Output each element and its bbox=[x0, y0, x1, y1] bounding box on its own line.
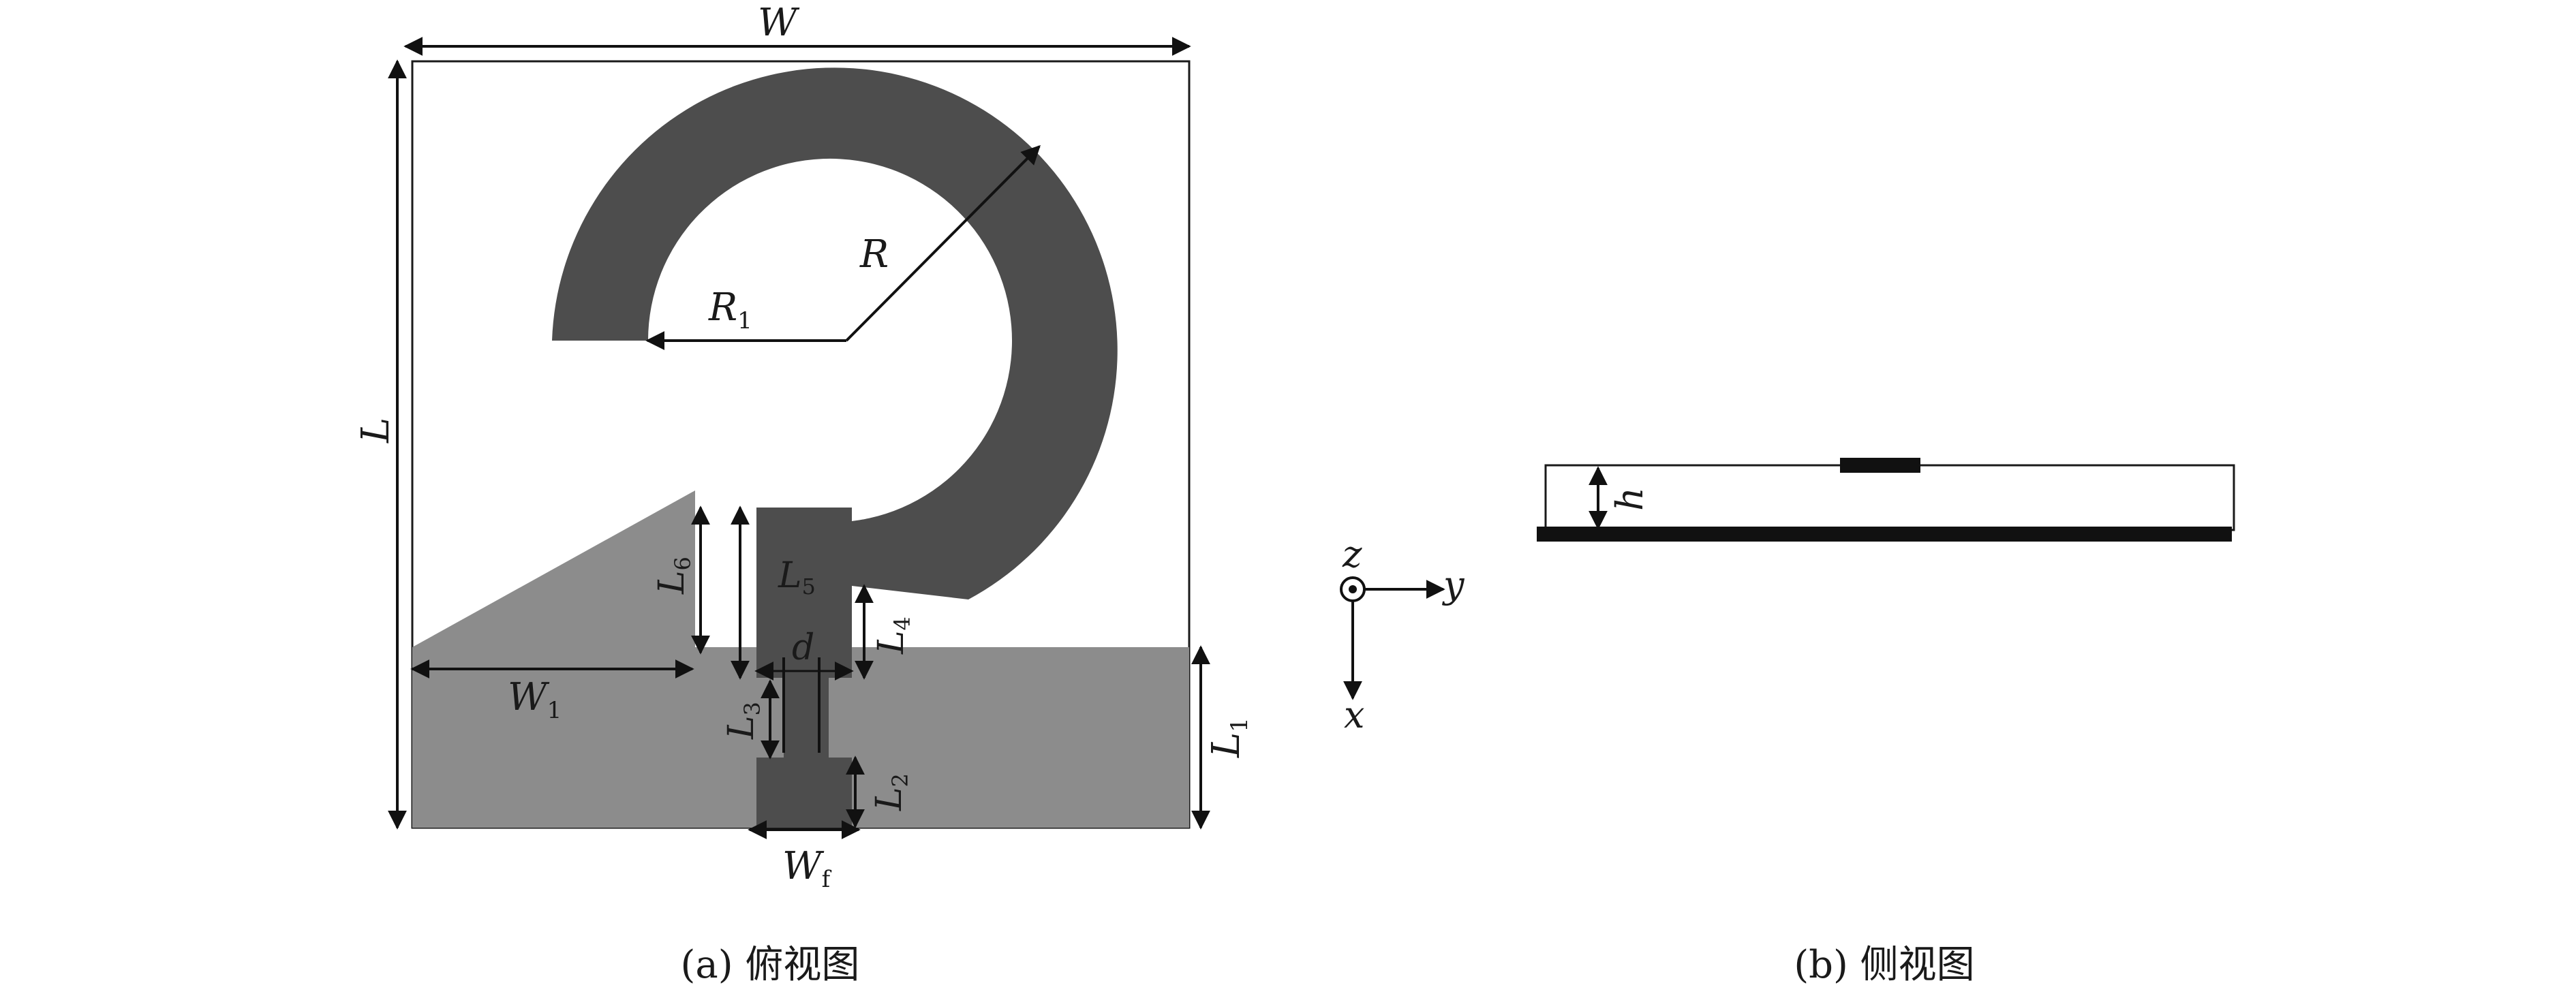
ground-plane-side bbox=[1537, 527, 2232, 542]
z-axis-dot-icon bbox=[1349, 585, 1357, 593]
label-R: R bbox=[859, 232, 889, 277]
label-L4: L4 bbox=[871, 617, 915, 655]
axis-label-y: y bbox=[1442, 563, 1465, 606]
side-view: h (b) 侧视图 bbox=[1537, 458, 2235, 987]
ground-triangle bbox=[412, 490, 695, 647]
axis-label-z: z bbox=[1342, 533, 1362, 576]
label-W1: W1 bbox=[508, 675, 562, 724]
feed-port bbox=[756, 758, 852, 828]
top-view: W L R R1 L6 L5 L4 d W1 L3 L2 L1 Wf bbox=[354, 1, 1253, 987]
ring-patch bbox=[552, 67, 1118, 600]
dim-R-arrow bbox=[845, 145, 1041, 342]
label-L5: L5 bbox=[778, 555, 816, 599]
label-h: h bbox=[1608, 487, 1651, 511]
caption-top-view: (a) 俯视图 bbox=[681, 943, 860, 987]
feed-stub-upper bbox=[756, 508, 852, 678]
label-d: d bbox=[792, 627, 814, 668]
label-W: W bbox=[758, 1, 800, 45]
caption-side-view: (b) 侧视图 bbox=[1794, 943, 1974, 987]
label-L6: L6 bbox=[651, 557, 696, 595]
label-L3: L3 bbox=[721, 702, 765, 740]
feed-line bbox=[784, 674, 829, 760]
axis-label-x: x bbox=[1344, 693, 1364, 736]
substrate-side-outline bbox=[1544, 464, 2235, 531]
label-L: L bbox=[354, 418, 398, 443]
label-L1: L1 bbox=[1204, 717, 1253, 758]
label-Wf: Wf bbox=[782, 844, 832, 893]
coordinate-axes: z y x bbox=[1340, 533, 1465, 736]
patch-side bbox=[1840, 458, 1920, 473]
label-R1: R1 bbox=[708, 285, 752, 334]
label-L2: L2 bbox=[869, 773, 913, 811]
